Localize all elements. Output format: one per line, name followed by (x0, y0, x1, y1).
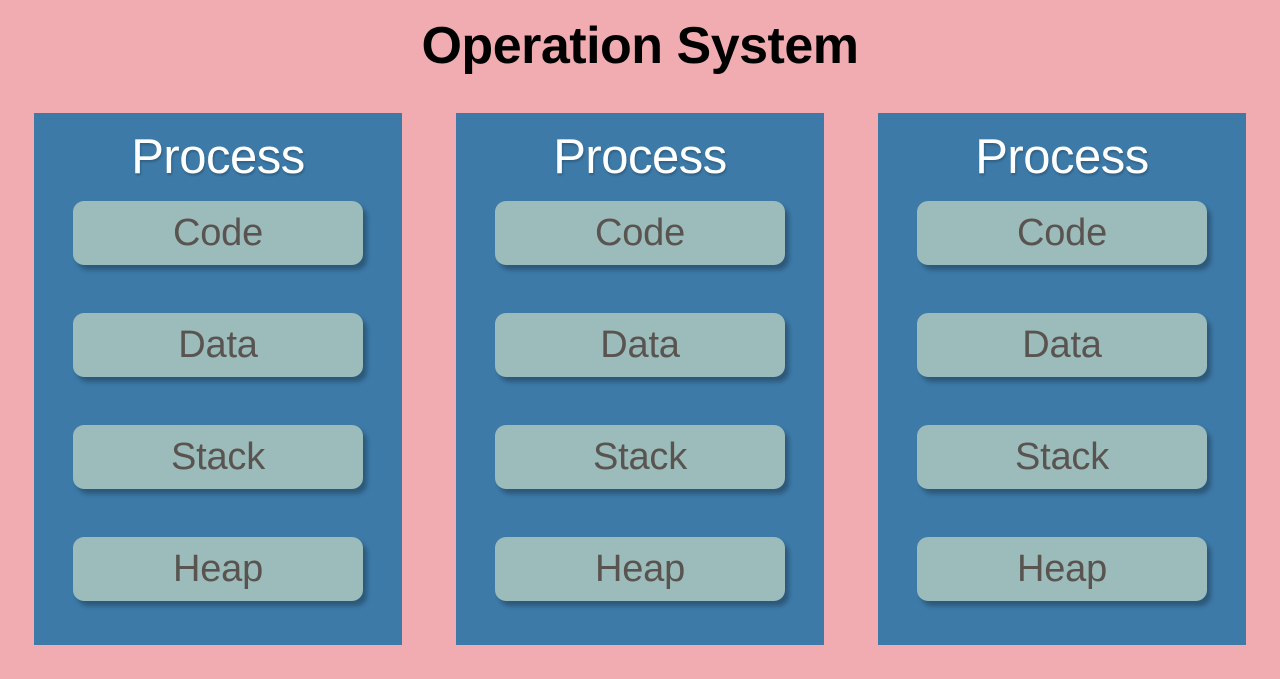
memory-segment-list: Code Data Stack Heap (73, 201, 363, 602)
segment-label: Stack (592, 436, 688, 479)
segment-heap: Heap (917, 537, 1207, 602)
segment-data: Data (495, 313, 785, 378)
segment-label: Stack (170, 436, 266, 479)
process-panel-2: Process Code Data Stack Heap (456, 113, 824, 645)
segment-code: Code (495, 201, 785, 266)
process-panel-heading: Process (131, 130, 305, 184)
page-title: Operation System (421, 17, 859, 75)
segment-label: Heap (594, 548, 686, 591)
process-group: Process Code Data Stack Heap Process (34, 113, 1246, 645)
process-panel-heading: Process (975, 130, 1149, 184)
segment-label: Data (1022, 324, 1102, 367)
segment-label: Data (178, 324, 258, 367)
segment-label: Code (594, 212, 686, 255)
segment-label: Data (600, 324, 680, 367)
segment-stack: Stack (495, 425, 785, 490)
segment-stack: Stack (73, 425, 363, 490)
segment-label: Code (1016, 212, 1108, 255)
segment-data: Data (73, 313, 363, 378)
segment-data: Data (917, 313, 1207, 378)
segment-label: Heap (1016, 548, 1108, 591)
segment-code: Code (917, 201, 1207, 266)
memory-segment-list: Code Data Stack Heap (917, 201, 1207, 602)
segment-label: Code (172, 212, 264, 255)
memory-segment-list: Code Data Stack Heap (495, 201, 785, 602)
segment-heap: Heap (73, 537, 363, 602)
segment-label: Stack (1014, 436, 1110, 479)
segment-stack: Stack (917, 425, 1207, 490)
process-panel-1: Process Code Data Stack Heap (34, 113, 402, 645)
process-panel-heading: Process (553, 130, 727, 184)
segment-label: Heap (172, 548, 264, 591)
process-panel-3: Process Code Data Stack Heap (878, 113, 1246, 645)
segment-code: Code (73, 201, 363, 266)
segment-heap: Heap (495, 537, 785, 602)
